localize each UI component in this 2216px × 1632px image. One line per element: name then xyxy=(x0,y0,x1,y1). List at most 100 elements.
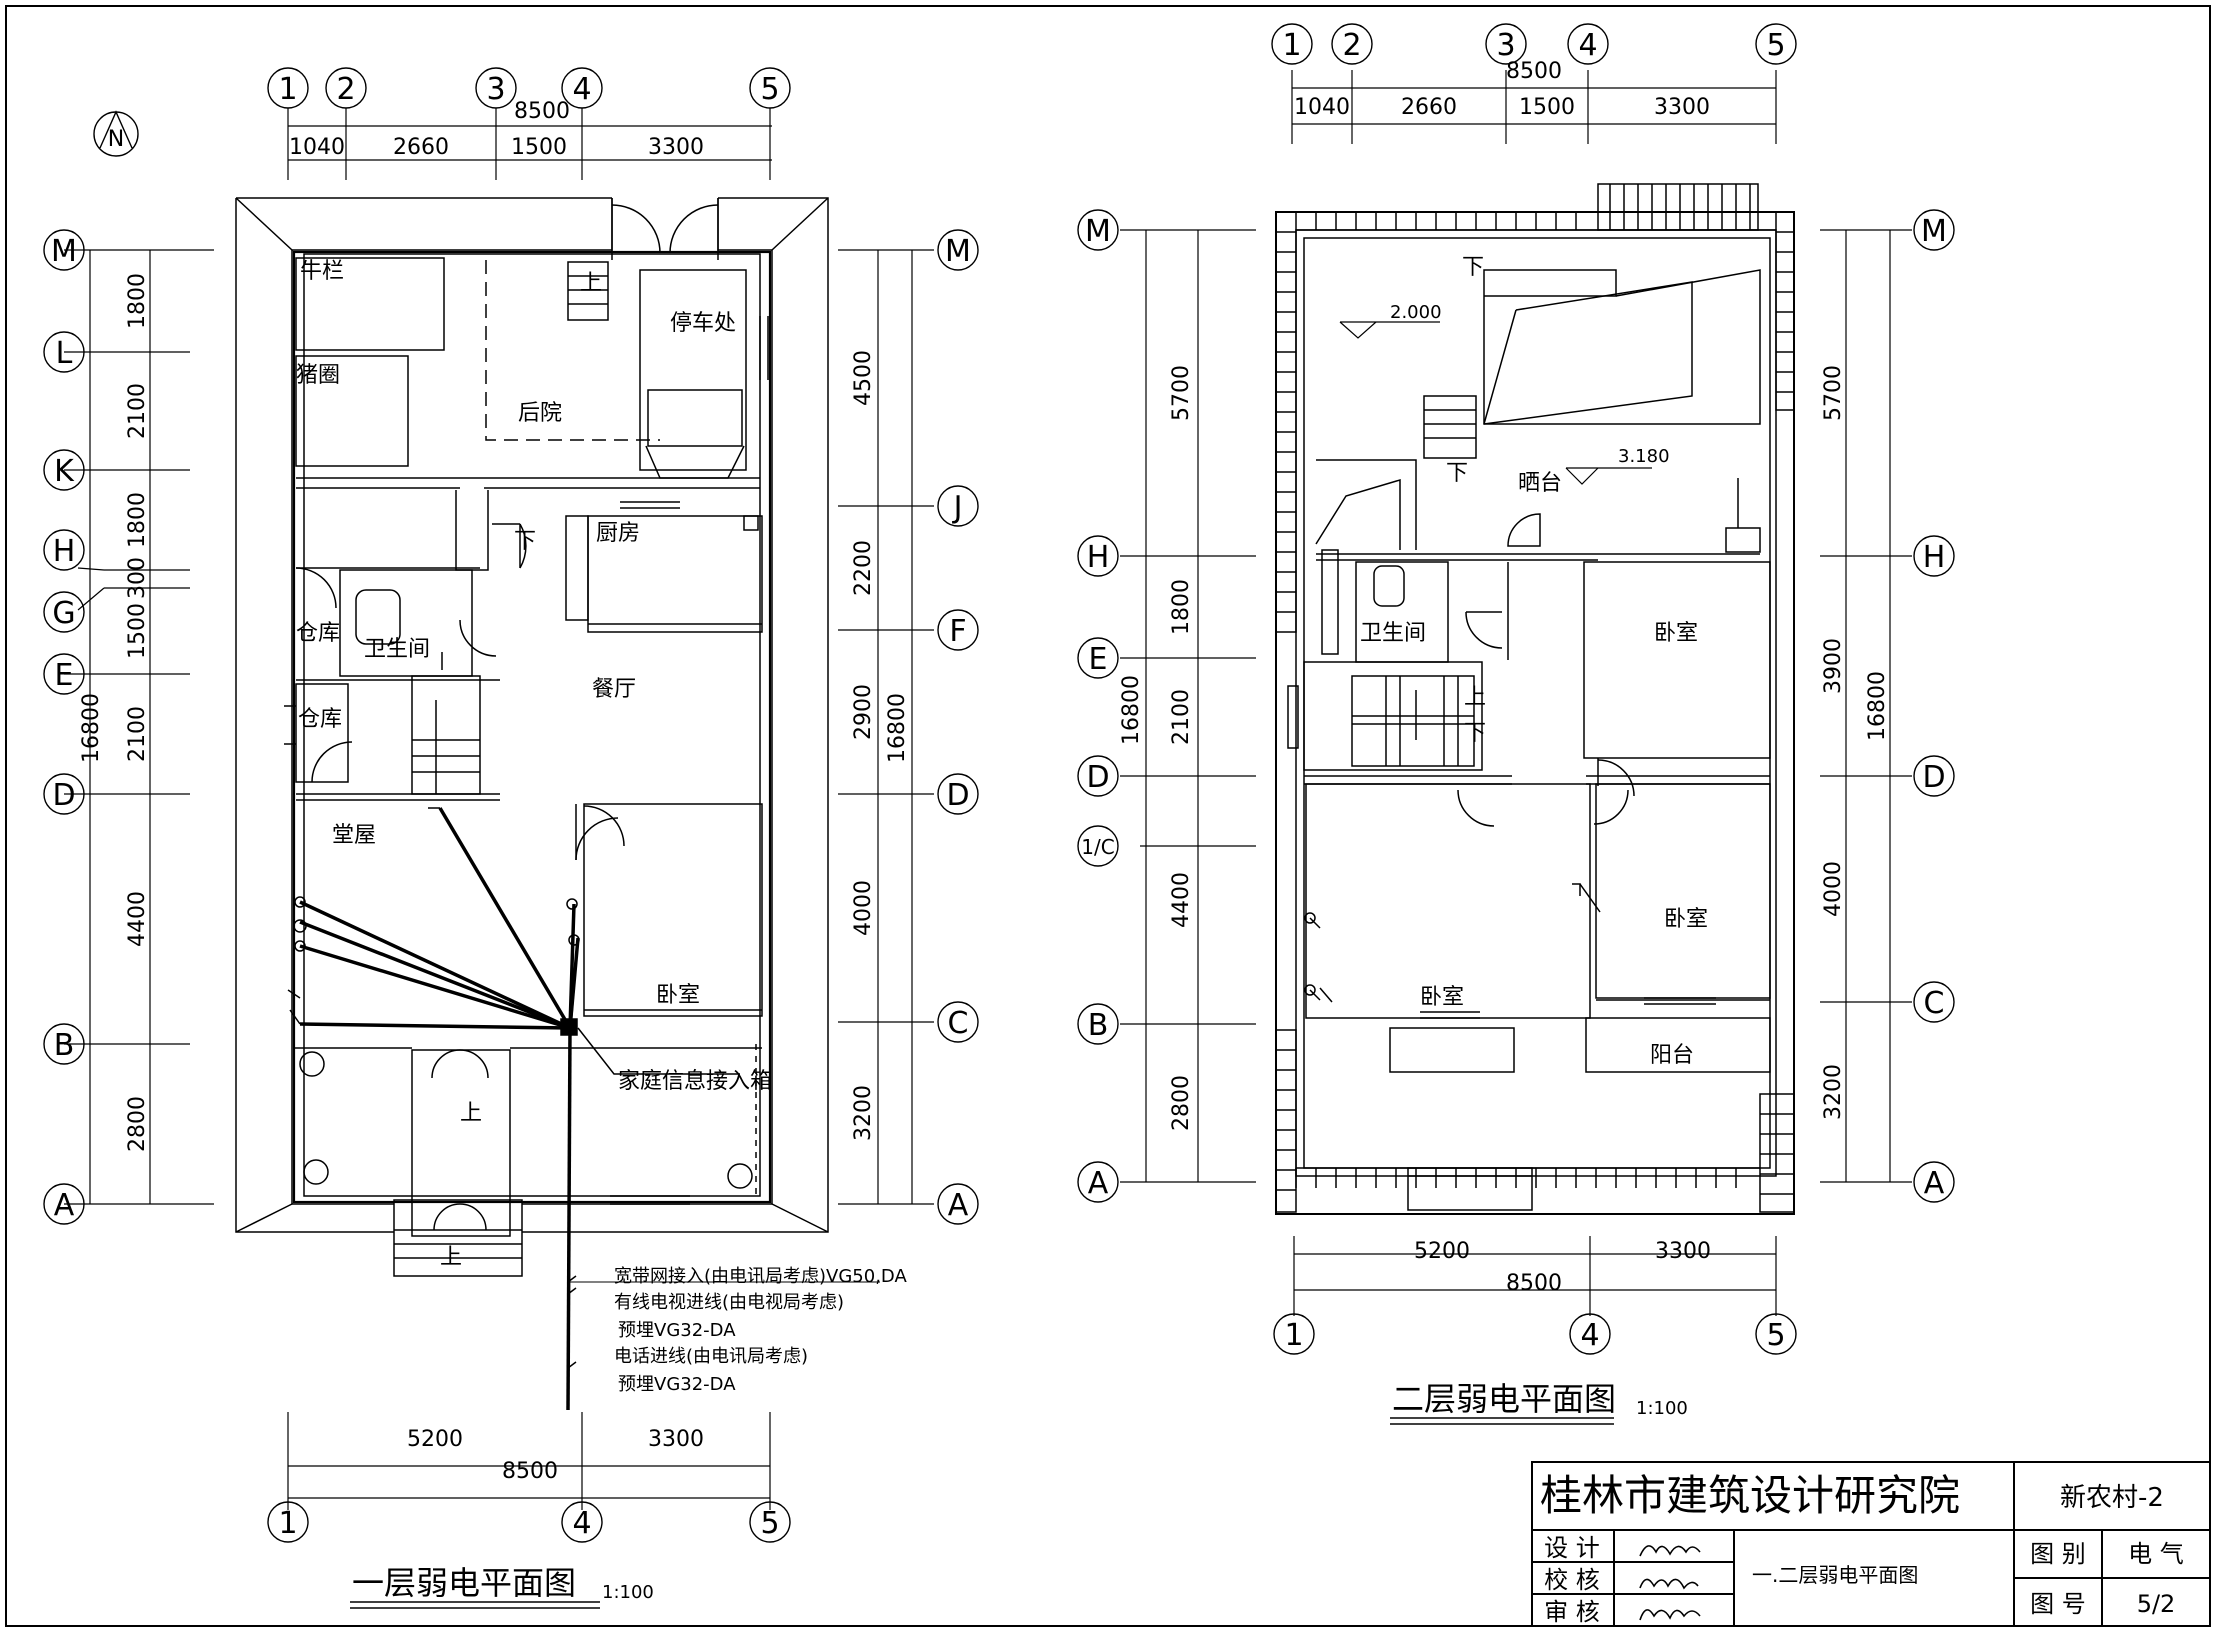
institute-name: 桂林市建筑设计研究院 xyxy=(1540,1471,1960,1520)
dim-label: 8500 xyxy=(502,1459,558,1484)
axis-label: G xyxy=(52,596,75,631)
project-name: 新农村-2 xyxy=(2060,1483,2164,1513)
plan2-dimension-lines xyxy=(1120,70,1912,1316)
note-line: 有线电视进线(由电视局考虑) xyxy=(614,1292,844,1313)
category-value: 电 气 xyxy=(2128,1540,2184,1568)
axis-label: 1/C xyxy=(1081,835,1114,859)
plan1-dimension-lines xyxy=(64,108,934,1510)
dim-label: 1800 xyxy=(1169,579,1194,635)
axis-label: 3 xyxy=(486,72,505,107)
plan1-stair-labels: 上 下 上 上 xyxy=(440,271,602,1270)
note-line: 电话进线(由电讯局考虑) xyxy=(614,1346,808,1367)
stair-label: 下 xyxy=(1464,721,1486,746)
review-label: 审 核 xyxy=(1544,1598,1600,1626)
dim-label: 5200 xyxy=(1414,1239,1470,1264)
plan2-elevations: 2.000 3.180 xyxy=(1390,302,1670,467)
axis-label: 1 xyxy=(278,1506,297,1541)
axis-label: B xyxy=(1088,1008,1109,1043)
axis-label: H xyxy=(1923,540,1946,575)
stair-label: 下 xyxy=(1446,461,1468,486)
plan2-right-dims: 5700 3900 4000 3200 16800 xyxy=(1821,365,1890,1120)
dim-label: 4400 xyxy=(1169,872,1194,928)
axis-label: 1 xyxy=(278,72,297,107)
plan1-room-labels: 牛栏 猪圈 后院 停车处 厨房 仓库 卫生间 仓库 餐厅 堂屋 卧室 xyxy=(296,259,736,1008)
axis-label: B xyxy=(54,1028,75,1063)
dim-label: 16800 xyxy=(79,693,104,763)
dim-label: 2100 xyxy=(125,706,150,762)
room-label: 卧室 xyxy=(1654,621,1698,646)
dim-label: 2800 xyxy=(125,1096,150,1152)
plan1-leaders xyxy=(567,1027,880,1369)
axis-label: M xyxy=(1085,214,1111,249)
sheet-border xyxy=(5,5,2211,1627)
signature-reviewer xyxy=(1639,1609,1701,1621)
plan2-scale: 1:100 xyxy=(1636,1398,1688,1419)
plan2-stair-labels: 下 下 上 下 xyxy=(1446,255,1486,746)
axis-label: K xyxy=(54,454,75,489)
dim-label: 2200 xyxy=(851,540,876,596)
plan1-cables xyxy=(299,807,580,1411)
check-label: 校 核 xyxy=(1544,1566,1600,1594)
dim-label: 1800 xyxy=(125,492,150,548)
room-label: 卧室 xyxy=(1420,985,1464,1010)
axis-label: M xyxy=(945,234,971,269)
dim-label: 2660 xyxy=(393,135,449,160)
dim-label: 5200 xyxy=(407,1427,463,1452)
number-label: 图 号 xyxy=(2030,1590,2086,1618)
dim-label: 8500 xyxy=(1506,1271,1562,1296)
plan1-top-dims: 1040 2660 1500 3300 xyxy=(289,135,704,160)
room-label: 后院 xyxy=(518,401,562,426)
design-label: 设 计 xyxy=(1544,1534,1600,1562)
axis-label: 3 xyxy=(1496,28,1515,63)
dim-label: 16800 xyxy=(1865,671,1890,741)
stair-label: 上 xyxy=(580,271,602,296)
plan2-left-dims: 5700 1800 2100 4400 2800 16800 xyxy=(1119,365,1194,1131)
plan2-room-labels: 晒台 卫生间 卧室 卧室 卧室 阳台 xyxy=(1360,471,1708,1068)
dim-label: 5700 xyxy=(1821,365,1846,421)
number-value: 5/2 xyxy=(2137,1590,2176,1618)
room-label: 猪圈 xyxy=(296,363,340,388)
note-line: 预埋VG32-DA xyxy=(618,1320,736,1341)
axis-label: C xyxy=(1924,986,1945,1021)
axis-label: A xyxy=(1924,1166,1945,1201)
stair-label: 上 xyxy=(440,1245,462,1270)
plan2-top-total: 8500 xyxy=(1506,59,1562,84)
room-label: 卫生间 xyxy=(1360,621,1426,646)
axis-label: 2 xyxy=(336,72,355,107)
axis-label: 4 xyxy=(1580,1318,1599,1353)
room-label: 停车处 xyxy=(670,311,736,336)
north-label: N xyxy=(108,127,124,152)
axis-label: M xyxy=(1921,214,1947,249)
room-label: 餐厅 xyxy=(592,677,636,702)
title-block-frame xyxy=(1531,1461,2211,1627)
info-box-label: 家庭信息接入箱 xyxy=(618,1069,772,1094)
room-label: 卧室 xyxy=(656,983,700,1008)
plan2-title: 二层弱电平面图 xyxy=(1392,1380,1616,1418)
dim-label: 2100 xyxy=(125,383,150,439)
dim-label: 2100 xyxy=(1169,689,1194,745)
dim-label: 1800 xyxy=(125,273,150,329)
axis-label: 2 xyxy=(1342,28,1361,63)
signature-designer xyxy=(1639,1545,1701,1557)
room-label: 牛栏 xyxy=(300,259,344,284)
stair-label: 下 xyxy=(514,529,536,554)
plan1-left-dims: 1800 2100 1800 300 1500 2100 4400 2800 1… xyxy=(79,273,150,1152)
plan1-right-axes: M J F D C A xyxy=(945,234,971,1223)
axis-label: E xyxy=(1089,642,1108,677)
dim-label: 16800 xyxy=(1119,675,1144,745)
dim-label: 2900 xyxy=(851,684,876,740)
axis-label: 5 xyxy=(1766,28,1785,63)
axis-label: 4 xyxy=(572,1506,591,1541)
dim-label: 16800 xyxy=(885,693,910,763)
drawing-name: 一.二层弱电平面图 xyxy=(1752,1563,1918,1587)
plan1-bottom-dims: 5200 3300 8500 xyxy=(407,1427,704,1484)
plan1-axis-bubbles xyxy=(43,67,979,1543)
dim-label: 3900 xyxy=(1821,638,1846,694)
room-label: 厨房 xyxy=(596,521,640,546)
dim-label: 1040 xyxy=(289,135,345,160)
stair-label: 上 xyxy=(1464,685,1486,710)
room-label: 卧室 xyxy=(1664,907,1708,932)
note-line: 宽带网接入(由电讯局考虑)VG50,DA xyxy=(614,1266,907,1287)
note-line: 预埋VG32-DA xyxy=(618,1374,736,1395)
